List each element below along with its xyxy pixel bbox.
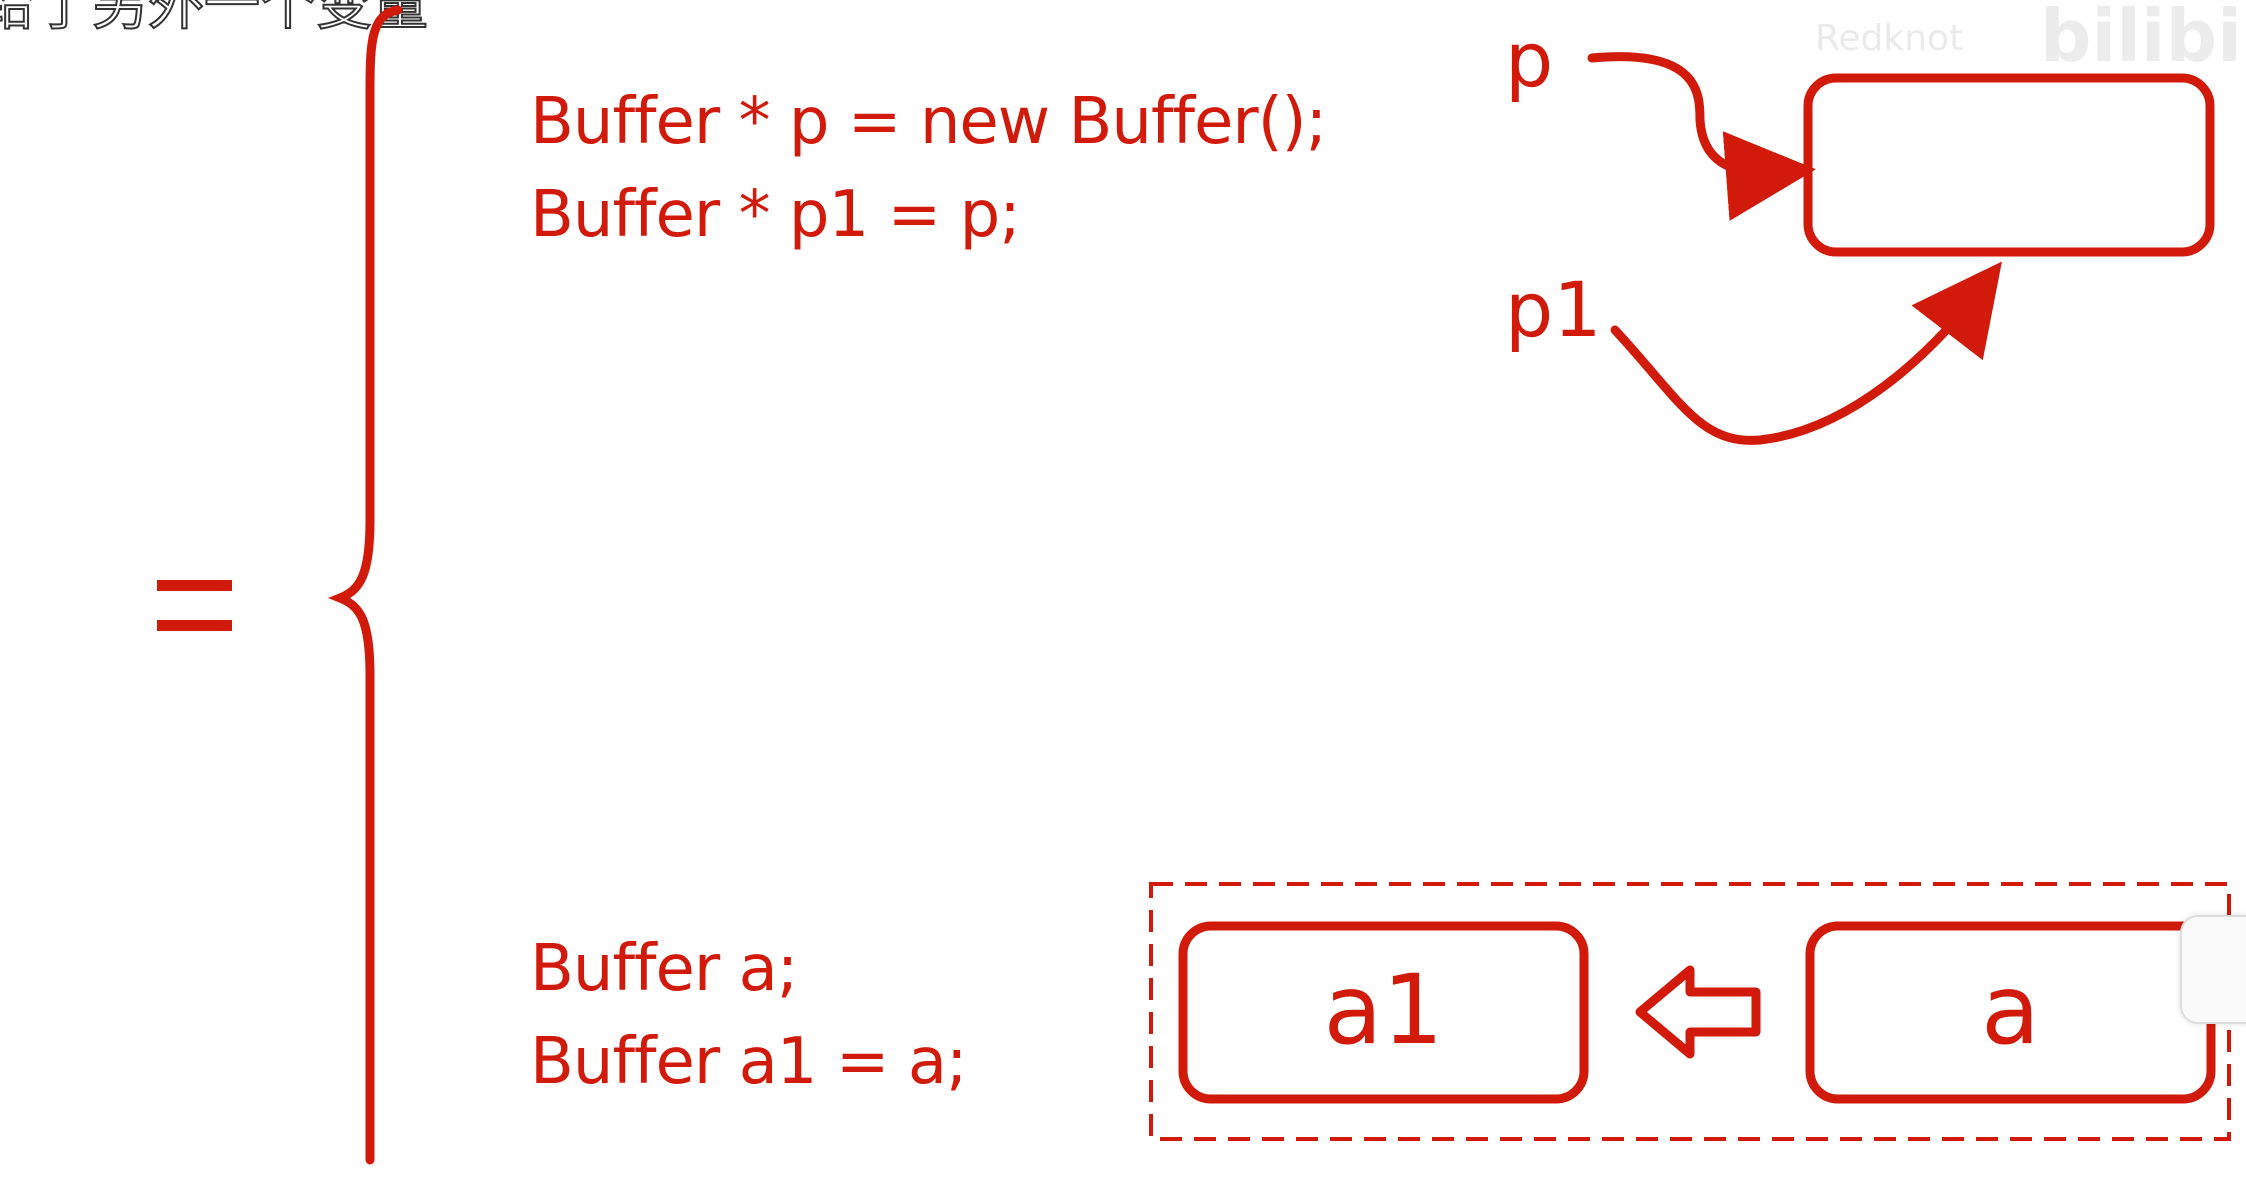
label-p1: p1: [1505, 265, 1602, 354]
curly-brace: [327, 5, 403, 1165]
box-a-label: a: [1981, 954, 2040, 1066]
label-p: p: [1505, 15, 1554, 104]
heap-object-box: [1803, 73, 2215, 257]
code-line-value-declare: Buffer a;: [530, 932, 798, 1006]
copy-arrow-icon: [1635, 965, 1761, 1059]
bilibili-logo: bilibili: [2040, 0, 2246, 78]
code-line-pointer-new: Buffer * p = new Buffer();: [530, 85, 1327, 159]
subtitle-caption: 给了另外一个变量: [0, 0, 429, 38]
code-line-value-copy: Buffer a1 = a;: [530, 1025, 968, 1099]
side-panel-tab[interactable]: [2180, 915, 2246, 1024]
box-a1-label: a1: [1323, 954, 1444, 1066]
uploader-watermark: Redknot: [1815, 18, 1964, 59]
arrow-p1-to-object: [1610, 261, 2002, 445]
box-a1: [1178, 921, 1589, 1104]
arrow-p-to-object: [1587, 52, 1816, 221]
code-line-pointer-copy: Buffer * p1 = p;: [530, 178, 1021, 252]
equals-sign: [157, 580, 232, 631]
